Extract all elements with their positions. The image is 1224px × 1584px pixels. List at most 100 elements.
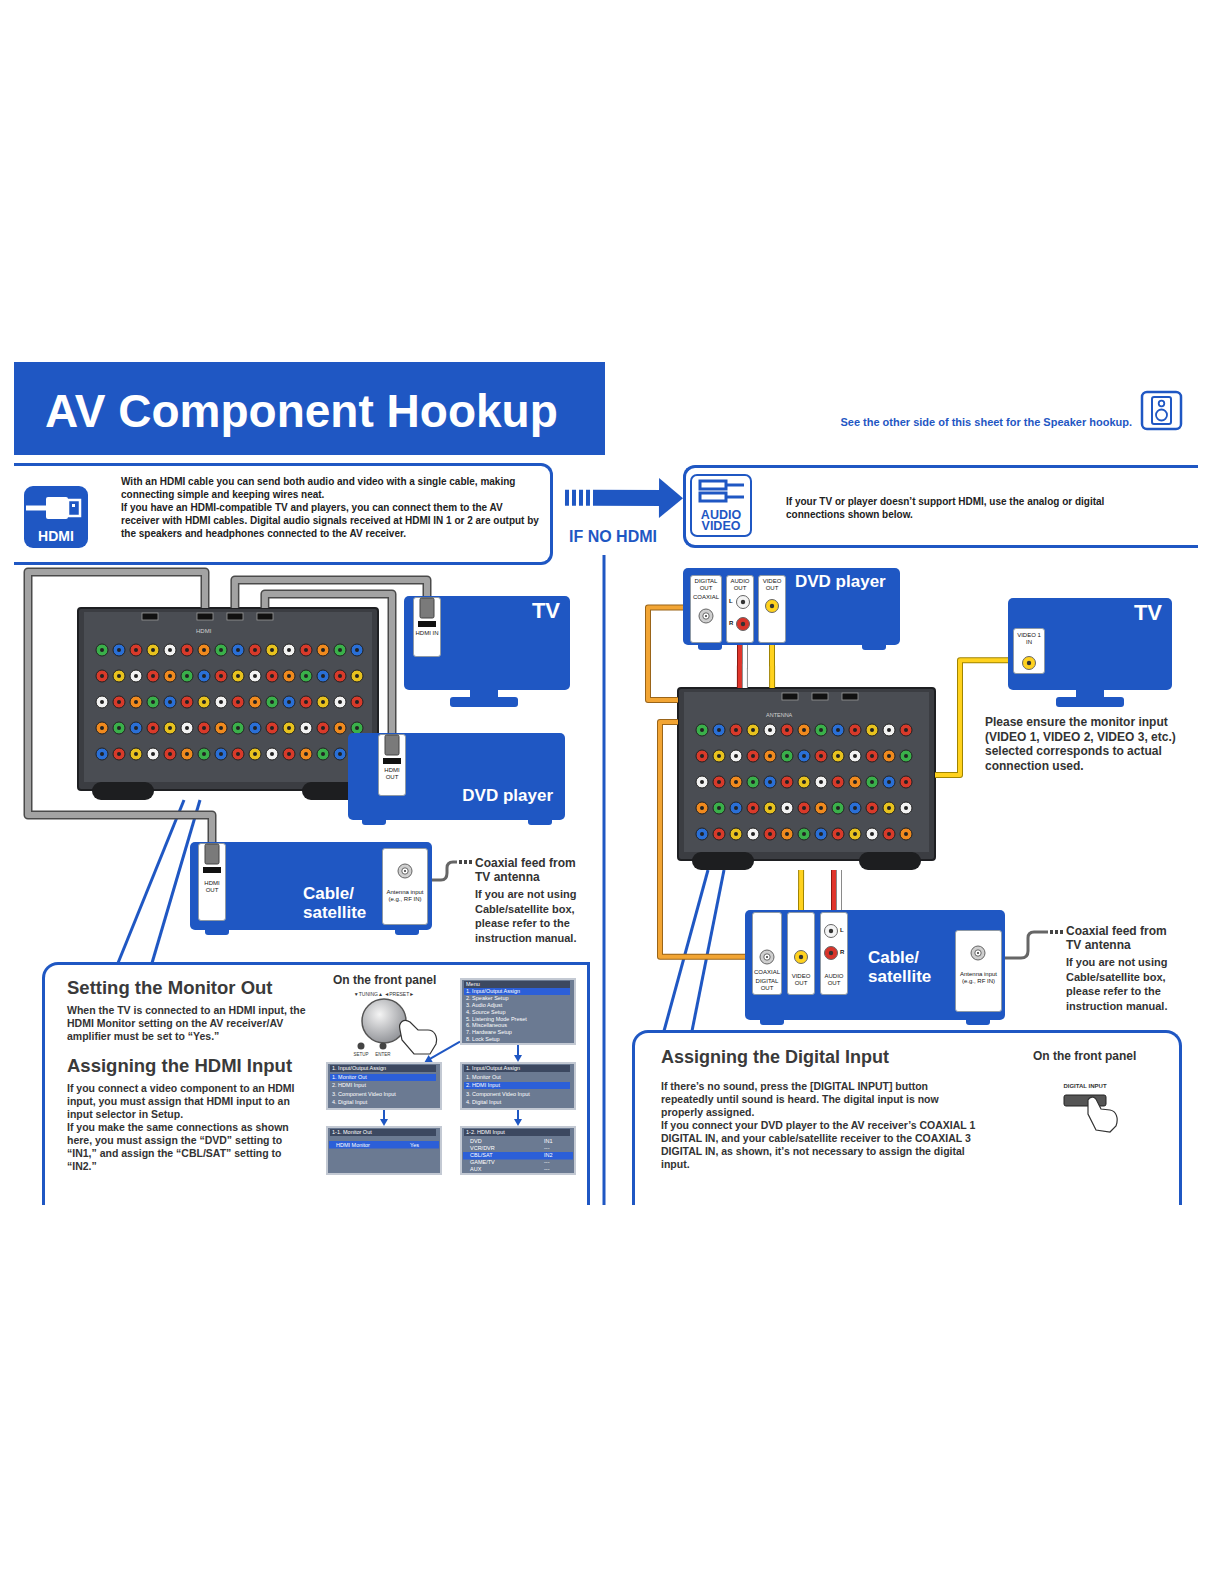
receiver-jack (266, 644, 278, 656)
cable-box: Cable/ satelliteHDMI OUTAntenna input (e… (190, 842, 432, 930)
receiver-jack (717, 780, 721, 784)
lead-dash (464, 860, 467, 864)
plug-icon (726, 496, 744, 499)
node-text: TV (532, 598, 560, 624)
receiver-jack (117, 752, 121, 756)
receiver-jack (283, 644, 295, 656)
note-label: DIGITAL INPUT (1050, 1083, 1120, 1090)
receiver-jack (700, 806, 704, 810)
receiver-jack (266, 748, 278, 760)
receiver-jack (696, 802, 708, 814)
node-text: Assigning the HDMI Input (67, 1055, 329, 1077)
instruction-panel: Setting the Monitor OutWhen the TV is co… (42, 962, 590, 1205)
node-text: 1. Input/Output Assign (464, 988, 570, 995)
receiver-jack (798, 724, 810, 736)
receiver-jack (283, 696, 295, 708)
receiver-jack (181, 748, 193, 760)
node-text: 6. Miscellaneous (464, 1022, 570, 1029)
frame-line (603, 555, 606, 1205)
receiver-jack (249, 644, 261, 656)
receiver-jack (747, 802, 759, 814)
receiver-jack (215, 670, 227, 682)
receiver-jack (181, 696, 193, 708)
receiver-jack (730, 724, 742, 736)
antenna-lead (428, 862, 457, 880)
receiver-jack (287, 648, 291, 652)
receiver-jack (236, 674, 240, 678)
receiver-jack (236, 726, 240, 730)
node-text: CBL/SAT (468, 1152, 493, 1159)
lead-dash (459, 860, 462, 864)
receiver-jack (883, 750, 895, 762)
output-port: DIGITAL OUTCOAXIAL (690, 575, 722, 643)
receiver-jack (832, 750, 844, 762)
receiver-jack (287, 752, 291, 756)
node-text: 1-2. HDMI Input (464, 1129, 570, 1136)
node-text: 5. Listening Mode Preset (464, 1016, 570, 1023)
cable (743, 643, 747, 688)
receiver-jack (853, 806, 857, 810)
receiver-jack (734, 806, 738, 810)
receiver-jack (768, 728, 772, 732)
receiver-jack (253, 726, 257, 730)
receiver-jack (734, 780, 738, 784)
receiver-jack (832, 802, 844, 814)
receiver-jack (717, 728, 721, 732)
receiver-jack (751, 806, 755, 810)
note-label: On the front panel (333, 973, 436, 987)
receiver-jack (849, 802, 861, 814)
hdmi-jack (418, 621, 436, 627)
hdmi-plug (385, 735, 399, 755)
receiver-jack (819, 754, 823, 758)
receiver-foot (92, 782, 154, 800)
receiver-jack (904, 754, 908, 758)
receiver-jack (151, 674, 155, 678)
cable (837, 870, 841, 912)
node-text: 1. Monitor Out (330, 1074, 436, 1081)
coax-jack (402, 868, 408, 874)
control-knob (362, 999, 406, 1043)
arrowhead (514, 1119, 522, 1126)
note-label: SETUP (351, 1052, 371, 1057)
receiver-jack (253, 752, 257, 756)
receiver-jack (713, 776, 725, 788)
dvd-player: DVD playerDIGITAL OUTCOAXIALAUDIO OUTLRV… (683, 568, 900, 645)
receiver-jack (181, 722, 193, 734)
pointing-hand (400, 1020, 437, 1054)
receiver-jack (836, 806, 840, 810)
receiver-jack (130, 670, 142, 682)
highlight-bar (463, 1152, 573, 1160)
note-label: On the front panel (1033, 1049, 1136, 1063)
receiver-jack (198, 748, 210, 760)
receiver-jack (866, 802, 878, 814)
node-text: AUX (468, 1166, 481, 1173)
receiver-jack (717, 754, 721, 758)
receiver-jack (130, 644, 142, 656)
lead-dash (1050, 930, 1053, 934)
receiver-jack (900, 828, 912, 840)
receiver-jack (819, 806, 823, 810)
receiver-jack (853, 728, 857, 732)
receiver-jack (147, 644, 159, 656)
node-decoration (414, 598, 442, 658)
coax-jack (760, 950, 774, 964)
receiver-jack (198, 722, 210, 734)
node-text: If you make the same connections as show… (67, 1121, 312, 1173)
node-text: DVD player (462, 786, 553, 806)
receiver-jack (202, 752, 206, 756)
coax-jack (977, 952, 979, 954)
arrowhead (514, 1055, 522, 1062)
frame-line (118, 800, 184, 963)
receiver-jack (904, 728, 908, 732)
node-text: DIGITAL OUT (691, 578, 721, 592)
receiver-jack (317, 748, 329, 760)
receiver-jack (887, 754, 891, 758)
receiver-jack (832, 724, 844, 736)
receiver-jack (696, 750, 708, 762)
receiver-jack (849, 750, 861, 762)
node-text: When the TV is connected to an HDMI inpu… (67, 1004, 312, 1043)
node-text: Cable/ satellite (868, 948, 946, 986)
cable-outline (798, 870, 804, 912)
speaker-icon (1142, 392, 1181, 429)
receiver-jack (730, 750, 742, 762)
